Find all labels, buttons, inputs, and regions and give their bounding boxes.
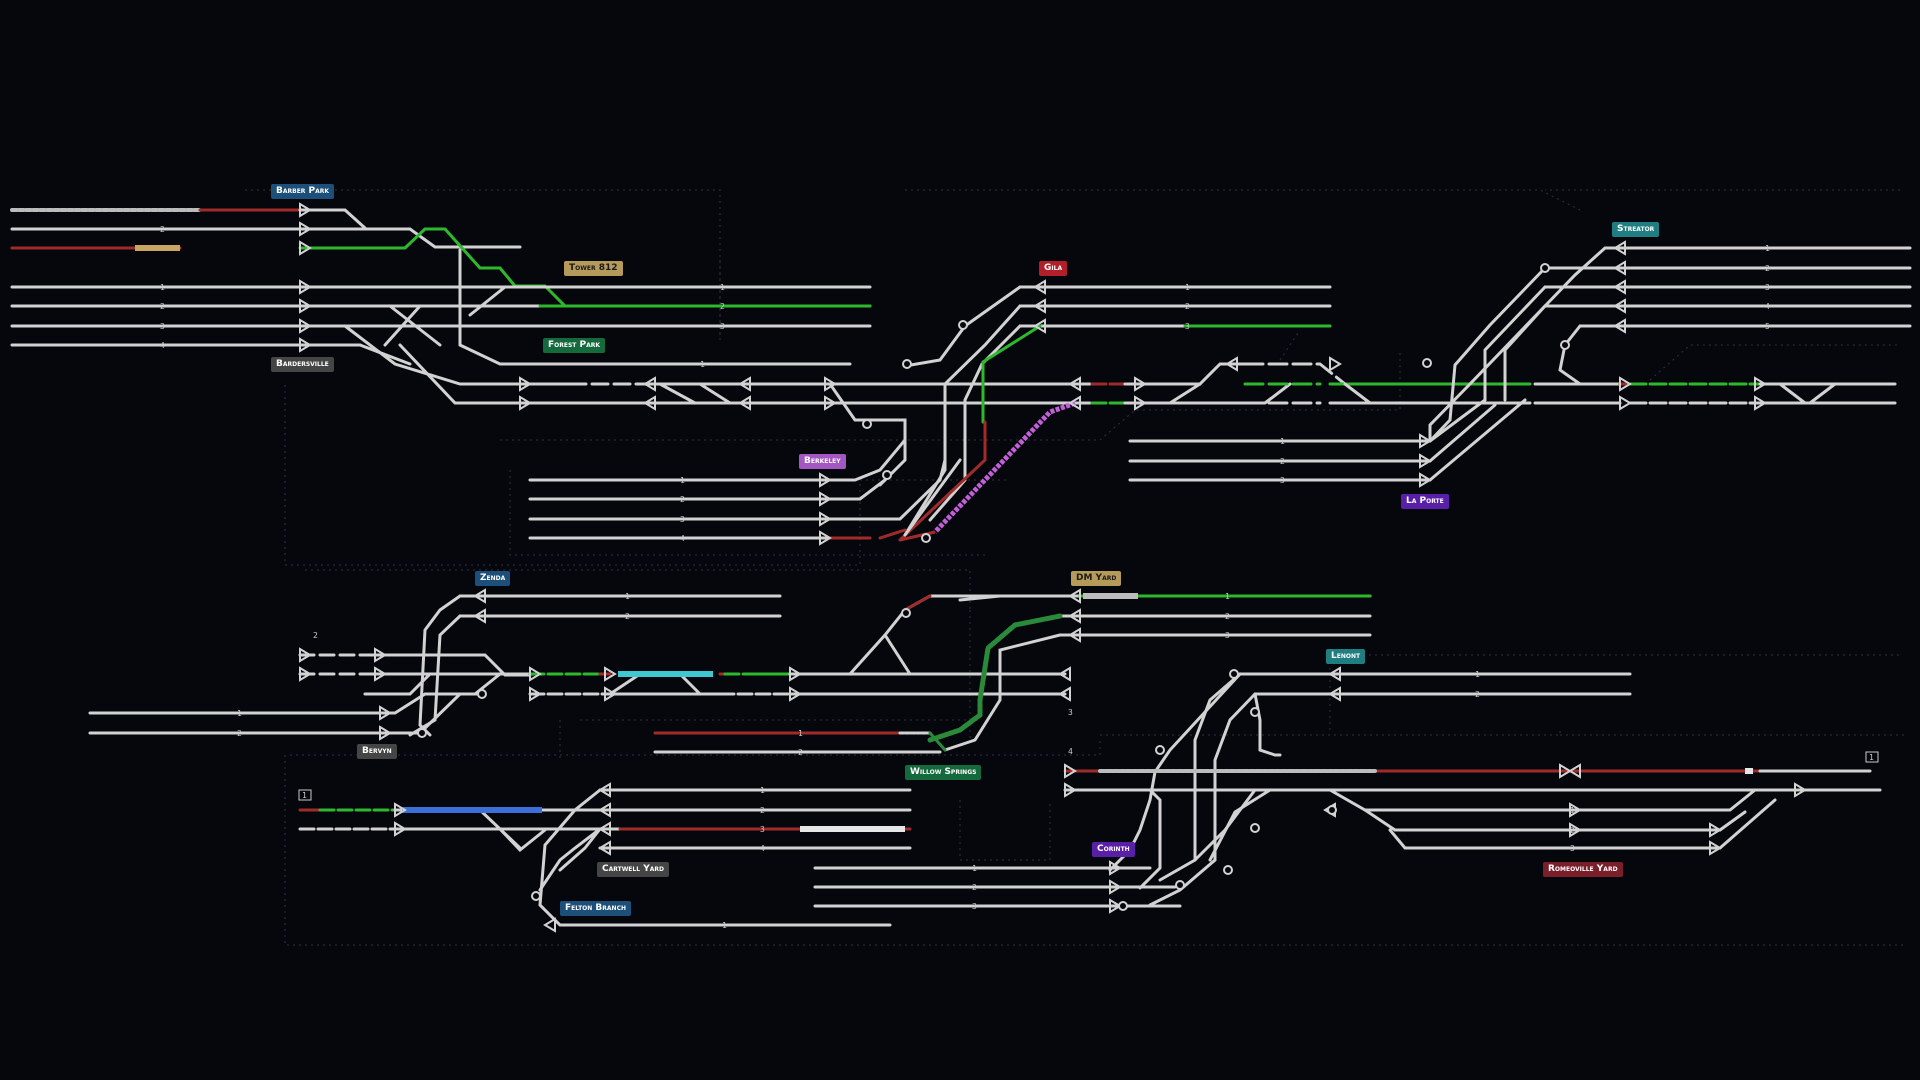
edge-number-boxes: 1 1 — [298, 751, 1879, 801]
track-number: 1 — [1475, 670, 1480, 679]
train-cartwell — [402, 807, 542, 813]
track-number: 1 — [1280, 437, 1285, 446]
track-number: 1 — [1225, 592, 1230, 601]
track-number: 2 — [160, 225, 165, 234]
station-label-forest-park[interactable]: Forest Park — [543, 338, 606, 353]
train-cartwell-yard — [800, 826, 905, 832]
track-number: 1 — [160, 283, 165, 292]
station-label-cartwell-yard[interactable]: Cartwell Yard — [597, 862, 669, 877]
signal-markers — [299, 202, 1807, 933]
track-number: 4 — [1765, 302, 1770, 311]
track-number: 3 — [1185, 322, 1190, 331]
track-number: 1 — [760, 786, 765, 795]
track-number: 3 — [1068, 708, 1073, 717]
station-label-felton-branch[interactable]: Felton Branch — [560, 901, 631, 916]
train-barber — [135, 245, 180, 251]
track-group-lenont — [813, 672, 1882, 908]
station-label-corinth[interactable]: Corinth — [1092, 842, 1135, 857]
station-label-barber-park[interactable]: Barber Park — [271, 184, 335, 199]
track-number: 1 — [625, 592, 630, 601]
track-number: 1 — [1869, 753, 1874, 762]
station-label-berkeley[interactable]: Berkeley — [799, 454, 846, 469]
station-label-romeoville-yard[interactable]: Romeoville Yard — [1543, 862, 1623, 877]
station-label-streator[interactable]: Streator — [1612, 222, 1660, 237]
zone-outlines — [245, 189, 1905, 946]
track-number: 2 — [798, 748, 803, 757]
turnout-markers — [417, 263, 1570, 911]
track-number: 1 — [302, 791, 307, 800]
track-group-streator — [1128, 246, 1912, 482]
track-number: 4 — [1068, 747, 1073, 756]
track-number: 2 — [237, 729, 242, 738]
station-label-lenont[interactable]: Lenont — [1326, 649, 1366, 664]
track-number: 2 — [1185, 302, 1190, 311]
track-number: 2 — [313, 631, 318, 640]
track-number: 1 — [1570, 806, 1575, 815]
track-number: 2 — [1280, 457, 1285, 466]
station-label-bardersville[interactable]: Bardersville — [271, 357, 334, 372]
track-number: 2 — [1225, 612, 1230, 621]
track-group-dm — [653, 594, 1372, 754]
track-number: 3 — [1280, 476, 1285, 485]
track-number: 3 — [1225, 631, 1230, 640]
track-number: 3 — [720, 322, 725, 331]
track-number: 4 — [680, 534, 685, 543]
track-numbers: 2 1 2 3 4 1 2 3 1 1 2 3 1 2 3 4 5 1 2 3 … — [160, 225, 1770, 930]
track-number: 3 — [760, 825, 765, 834]
train-zenda — [618, 671, 713, 677]
track-number: 2 — [160, 302, 165, 311]
track-number: 2 — [972, 883, 977, 892]
train-berkeley — [899, 400, 1076, 542]
track-number: 1 — [237, 709, 242, 718]
track-number: 4 — [160, 341, 165, 350]
track-number: 1 — [680, 476, 685, 485]
track-number: 2 — [1475, 690, 1480, 699]
station-label-bervyn[interactable]: Bervyn — [357, 744, 397, 759]
track-number: 4 — [760, 844, 765, 853]
track-number: 2 — [1570, 826, 1575, 835]
station-label-gila[interactable]: Gila — [1039, 261, 1068, 276]
track-number: 1 — [722, 921, 727, 930]
track-number: 2 — [720, 302, 725, 311]
train-romeoville — [1745, 768, 1753, 774]
track-group-gila — [898, 285, 1532, 542]
station-label-tower-812[interactable]: Tower 812 — [564, 261, 623, 276]
track-number: 1 — [700, 360, 705, 369]
track-number: 2 — [625, 612, 630, 621]
track-number: 3 — [160, 322, 165, 331]
track-number: 2 — [680, 495, 685, 504]
track-number: 3 — [1765, 283, 1770, 292]
track-group-berkeley — [528, 418, 947, 540]
station-label-dm-yard[interactable]: DM Yard — [1071, 571, 1122, 586]
track-number: 1 — [972, 864, 977, 873]
track-number: 5 — [1765, 322, 1770, 331]
track-number: 2 — [1765, 264, 1770, 273]
station-label-la-porte[interactable]: La Porte — [1401, 494, 1449, 509]
track-number: 3 — [680, 515, 685, 524]
track-number: 1 — [720, 283, 725, 292]
track-number: 3 — [1570, 844, 1575, 853]
station-label-zenda[interactable]: Zenda — [475, 571, 511, 586]
track-number: 1 — [798, 729, 803, 738]
track-number: 3 — [972, 902, 977, 911]
train-tower — [1083, 593, 1138, 599]
track-number: 1 — [1765, 244, 1770, 253]
track-number: 2 — [760, 806, 765, 815]
station-label-willow-springs[interactable]: Willow Springs — [905, 765, 982, 780]
track-number: 1 — [1185, 283, 1190, 292]
